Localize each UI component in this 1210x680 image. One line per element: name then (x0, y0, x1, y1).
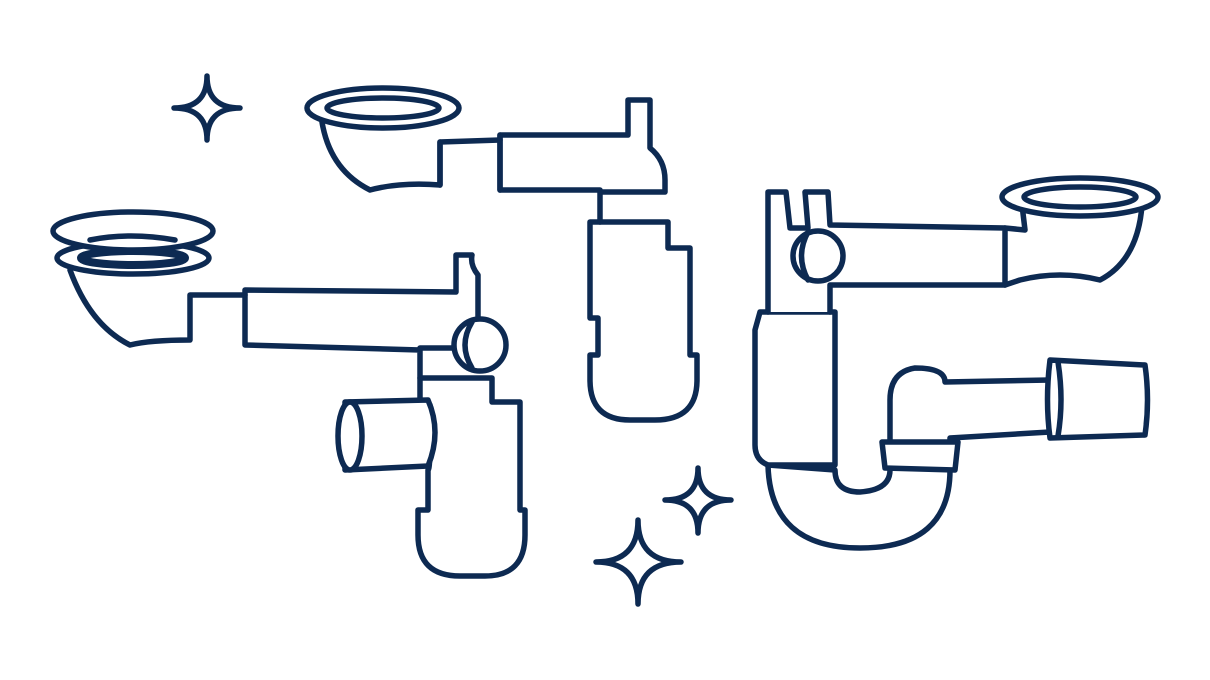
pipe-siphon-right (752, 175, 1161, 551)
sparkle-icon (662, 465, 734, 536)
sparkle-icon (171, 73, 243, 143)
bottle-siphon-top (304, 85, 700, 423)
sparkle-icon (593, 517, 684, 607)
bottle-siphon-left (50, 209, 528, 579)
